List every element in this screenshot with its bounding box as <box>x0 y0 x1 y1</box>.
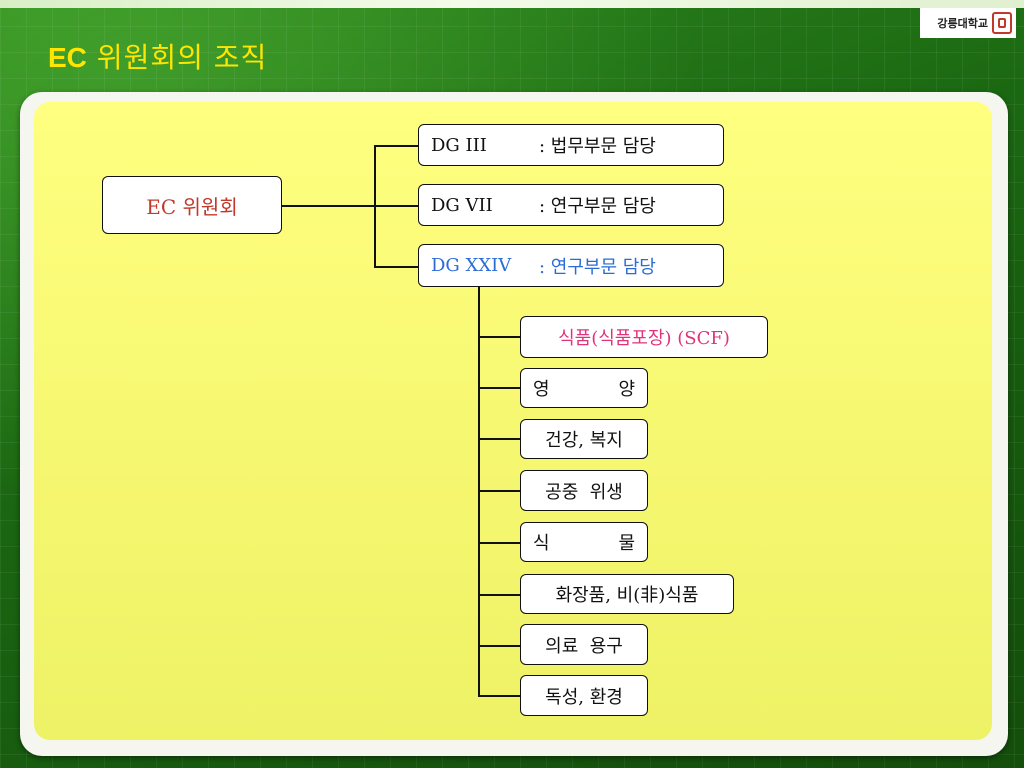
dg-node-code: DG VII <box>431 194 493 216</box>
connector-sub-4 <box>478 490 520 492</box>
sub-node-label: 건강, 복지 <box>545 430 623 451</box>
sub-node-public-hygiene: 공중 위생 <box>520 470 648 511</box>
top-bar <box>0 0 1024 8</box>
sub-node-plants: 식 물 <box>520 522 648 562</box>
dg-node-desc: : 법무부문 담당 <box>539 136 656 157</box>
sub-node-label: 의료 용구 <box>545 635 623 657</box>
connector-sub-8 <box>478 695 520 697</box>
dg-node-desc: : 연구부문 담당 <box>539 196 656 217</box>
sub-node-cosmetics: 화장품, 비(非)식품 <box>520 574 734 614</box>
connector-sub-6 <box>478 594 520 596</box>
title-ec: EC <box>48 42 87 73</box>
connector-sub-7 <box>478 645 520 647</box>
connector-dg-1 <box>374 145 418 147</box>
connector-sub-1 <box>478 336 520 338</box>
dg-node-vii: DG VII : 연구부문 담당 <box>418 184 724 226</box>
university-logo: 강릉대학교 <box>920 8 1016 38</box>
logo-mark-icon <box>992 12 1012 34</box>
root-node-ec-committee: EC 위원회 <box>102 176 282 234</box>
logo-text: 강릉대학교 <box>937 17 988 30</box>
connector-dg-2 <box>374 205 418 207</box>
title-rest: 위원회의 조직 <box>86 41 268 74</box>
sub-node-nutrition: 영 양 <box>520 368 648 408</box>
sub-node-food-scf: 식품(식품포장) (SCF) <box>520 316 768 358</box>
sub-node-label-right: 양 <box>618 379 635 400</box>
root-node-label: EC 위원회 <box>146 194 238 219</box>
connector-root-horizontal <box>282 205 376 207</box>
connector-dg-3 <box>374 266 418 268</box>
connector-sub-5 <box>478 542 520 544</box>
connector-sub-3 <box>478 438 520 440</box>
slide-title: EC 위원회의 조직 <box>48 36 267 76</box>
sub-node-label: 식품(식품포장) (SCF) <box>558 328 730 349</box>
sub-node-label-left: 영 <box>533 379 550 400</box>
sub-node-toxicity-environment: 독성, 환경 <box>520 675 648 716</box>
dg-node-code: DG III <box>431 134 487 156</box>
sub-node-label-right: 물 <box>618 533 635 554</box>
dg-node-desc: : 연구부문 담당 <box>539 256 656 278</box>
dg-node-xxiv: DG XXIV : 연구부문 담당 <box>418 244 724 287</box>
sub-node-label: 공중 위생 <box>545 481 623 503</box>
sub-node-medical-devices: 의료 용구 <box>520 624 648 665</box>
sub-node-health-welfare: 건강, 복지 <box>520 419 648 459</box>
connector-sub-2 <box>478 387 520 389</box>
sub-node-label: 독성, 환경 <box>545 686 623 708</box>
sub-node-label-left: 식 <box>533 533 550 554</box>
dg-node-iii: DG III : 법무부문 담당 <box>418 124 724 166</box>
dg-node-code: DG XXIV <box>431 255 512 276</box>
sub-node-label: 화장품, 비(非)식품 <box>555 585 699 606</box>
